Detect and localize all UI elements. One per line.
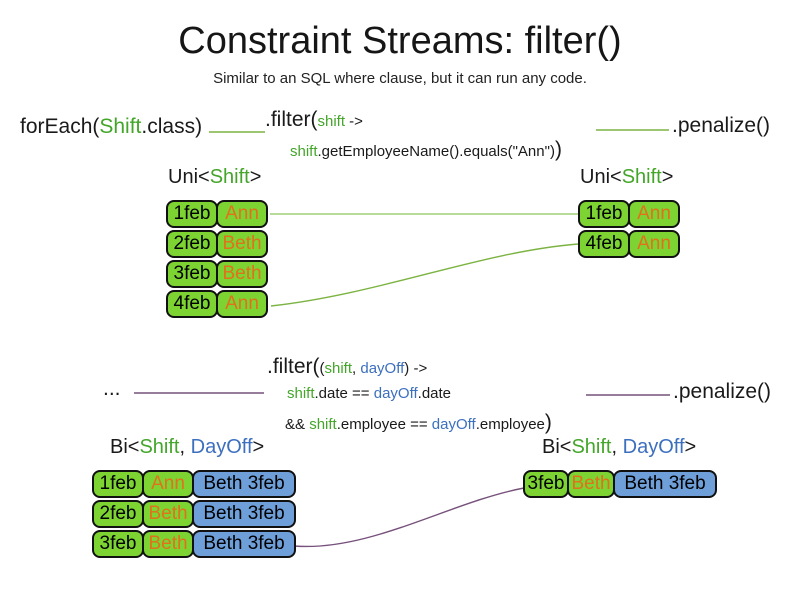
bi-right-label-type2: DayOff — [622, 436, 685, 458]
filter-param1: shift — [324, 360, 353, 377]
filter-body-expr: .getEmployeeName().equals("Ann") — [317, 143, 555, 161]
filter-uni-signature: .filter(shift -> — [265, 108, 562, 132]
foreach-close: .class) — [141, 115, 203, 138]
bi-right-table: 3feb Beth Beth 3feb — [523, 470, 717, 500]
filter-param2: dayOff — [360, 360, 405, 377]
param-dayoff: dayOff — [373, 385, 418, 403]
shift-date-cell: 4feb — [166, 290, 218, 318]
expr-employee: .employee — [475, 415, 545, 433]
foreach-open: forEach( — [20, 115, 100, 138]
param-comma: , — [352, 360, 361, 377]
filter-body-param: shift — [290, 143, 318, 161]
table-row: 3feb Beth Beth 3feb — [523, 470, 717, 498]
filter-bi-body-line2: && shift.employee == dayOff.employee) — [285, 411, 552, 435]
code-filter-bi: .filter((shift, dayOff) -> shift.date ==… — [267, 355, 552, 435]
shift-employee-cell: Ann — [216, 290, 268, 318]
uni-left-table: 1feb Ann 2feb Beth 3feb Beth 4feb Ann — [166, 200, 268, 320]
code-filter-uni: .filter(shift -> shift.getEmployeeName()… — [265, 108, 562, 162]
bi-right-label: Bi<Shift, DayOff> — [542, 436, 696, 459]
param-shift: shift — [309, 415, 337, 433]
filter-bi-body-line1: shift.date == dayOff.date — [287, 385, 552, 403]
page-subtitle: Similar to an SQL where clause, but it c… — [213, 70, 587, 87]
bi-left-label-post: > — [252, 436, 265, 458]
table-row: 3feb Beth Beth 3feb — [92, 530, 296, 558]
uni-right-label-pre: Uni< — [580, 166, 622, 188]
param-shift: shift — [287, 385, 315, 403]
expr-date-eq: .date == — [314, 385, 374, 403]
paren-close-arrow: ) -> — [404, 360, 428, 377]
param-dayoff: dayOff — [431, 415, 476, 433]
expr-date: .date — [417, 385, 452, 403]
uni-right-table: 1feb Ann 4feb Ann — [578, 200, 680, 260]
uni-left-label-type: Shift — [209, 166, 250, 188]
shift-employee-cell: Beth — [216, 230, 268, 258]
shift-employee-cell: Beth — [142, 530, 194, 558]
shift-employee-cell: Beth — [567, 470, 615, 498]
connector-bi-3feb-beth — [293, 487, 525, 548]
filter-param: shift — [317, 113, 346, 130]
code-penalize-uni: .penalize() — [672, 114, 771, 137]
filter-method: .filter( — [267, 355, 320, 378]
dayoff-cell: Beth 3feb — [192, 530, 296, 558]
shift-date-cell: 1feb — [92, 470, 144, 498]
bi-right-label-type1: Shift — [571, 436, 612, 458]
bi-left-table: 1feb Ann Beth 3feb 2feb Beth Beth 3feb 3… — [92, 470, 296, 560]
uni-left-label-pre: Uni< — [168, 166, 210, 188]
filter-bi-signature: .filter((shift, dayOff) -> — [267, 355, 552, 379]
bi-right-label-post: > — [684, 436, 697, 458]
dayoff-cell: Beth 3feb — [613, 470, 717, 498]
table-row: 1feb Ann — [166, 200, 268, 228]
expr-and: && — [285, 415, 310, 433]
shift-date-cell: 3feb — [92, 530, 144, 558]
bi-right-label-pre: Bi< — [542, 436, 572, 458]
dayoff-cell: Beth 3feb — [192, 470, 296, 498]
uni-left-label: Uni<Shift> — [168, 166, 261, 189]
uni-right-label: Uni<Shift> — [580, 166, 673, 189]
shift-date-cell: 1feb — [578, 200, 630, 228]
page-title: Constraint Streams: filter() — [178, 20, 622, 62]
shift-date-cell: 2feb — [92, 500, 144, 528]
code-penalize-bi: .penalize() — [673, 380, 772, 403]
shift-employee-cell: Ann — [216, 200, 268, 228]
bi-left-label-comma: , — [179, 436, 191, 458]
shift-employee-cell: Ann — [142, 470, 194, 498]
shift-employee-cell: Ann — [628, 200, 680, 228]
shift-date-cell: 1feb — [166, 200, 218, 228]
bi-left-label-type1: Shift — [139, 436, 180, 458]
code-ellipsis: ... — [103, 377, 121, 400]
filter-arrow: -> — [345, 113, 363, 130]
bi-left-label: Bi<Shift, DayOff> — [110, 436, 264, 459]
foreach-class: Shift — [99, 115, 142, 138]
expr-employee-eq: .employee == — [336, 415, 432, 433]
shift-date-cell: 2feb — [166, 230, 218, 258]
table-row: 1feb Ann Beth 3feb — [92, 470, 296, 498]
table-row: 4feb Ann — [578, 230, 680, 258]
table-row: 4feb Ann — [166, 290, 268, 318]
table-row: 2feb Beth Beth 3feb — [92, 500, 296, 528]
filter-uni-body: shift.getEmployeeName().equals("Ann")) — [290, 138, 562, 162]
bi-left-label-pre: Bi< — [110, 436, 140, 458]
bi-right-label-comma: , — [611, 436, 623, 458]
filter-close-paren: ) — [554, 138, 562, 162]
shift-employee-cell: Beth — [142, 500, 194, 528]
bi-left-label-type2: DayOff — [190, 436, 253, 458]
shift-employee-cell: Beth — [216, 260, 268, 288]
uni-right-label-type: Shift — [621, 166, 662, 188]
shift-date-cell: 4feb — [578, 230, 630, 258]
connector-uni-4feb-ann — [270, 243, 579, 307]
shift-date-cell: 3feb — [523, 470, 569, 498]
code-foreach: forEach(Shift.class) — [20, 115, 202, 139]
dayoff-cell: Beth 3feb — [192, 500, 296, 528]
shift-employee-cell: Ann — [628, 230, 680, 258]
filter-close-paren: ) — [544, 410, 552, 434]
table-row: 1feb Ann — [578, 200, 680, 228]
uni-right-label-post: > — [661, 166, 674, 188]
filter-method: .filter( — [265, 108, 318, 131]
table-row: 3feb Beth — [166, 260, 268, 288]
shift-date-cell: 3feb — [166, 260, 218, 288]
table-row: 2feb Beth — [166, 230, 268, 258]
paren-open: ( — [319, 360, 325, 377]
uni-left-label-post: > — [249, 166, 262, 188]
